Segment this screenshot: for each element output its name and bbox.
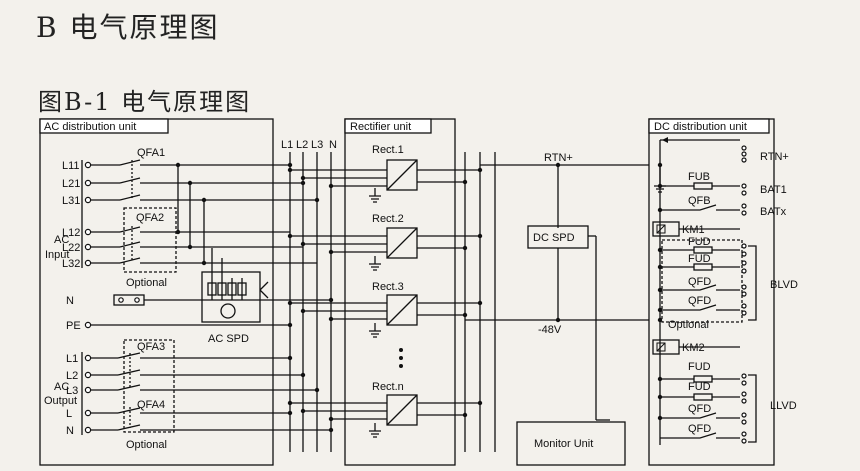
qfa3-qfa4-optional-box	[123, 339, 175, 433]
output-line-label: L2	[66, 370, 78, 382]
rectifier-2-label: Rect.2	[372, 213, 404, 225]
blvd-label: BLVD	[770, 279, 798, 291]
ac-input-label: Input	[45, 249, 69, 261]
dc-spd-box	[527, 225, 589, 249]
llvd-label: LLVD	[770, 400, 797, 412]
ac-distribution-title: AC distribution unit	[44, 121, 136, 133]
input-line-label: L12	[62, 227, 80, 239]
qfd-label: QFD	[688, 423, 711, 435]
ac-spd-label: AC SPD	[208, 333, 249, 345]
rtn-middle-label: RTN+	[544, 152, 573, 164]
rectifier-title-box	[344, 118, 432, 134]
arrow-icon	[662, 137, 668, 143]
rectifier-1-label: Rect.1	[372, 144, 404, 156]
bus-label-l2: L2	[296, 139, 308, 151]
optional-bottom-label: Optional	[126, 439, 167, 451]
monitor-unit-box	[516, 421, 626, 466]
input-line-label: L11	[62, 160, 80, 172]
ac-output-label: AC	[54, 381, 69, 393]
dc-distribution-title-box	[648, 118, 770, 134]
qfd-label: QFD	[688, 403, 711, 415]
dc-optional-label: Optional	[668, 319, 709, 331]
km2-label: KM2	[682, 342, 705, 354]
rectifier-n-label: Rect.n	[372, 381, 404, 393]
ac-distribution-title-box	[39, 118, 169, 134]
relay-coil-icon	[656, 224, 666, 234]
ac-input-label: AC	[54, 234, 69, 246]
input-line-label: L22	[62, 242, 80, 254]
output-line-label: L1	[66, 353, 78, 365]
fud-label: FUD	[688, 236, 711, 248]
rectifier-title: Rectifier unit	[350, 121, 411, 133]
rectifier-3-label: Rect.3	[372, 281, 404, 293]
pe-terminal-label: PE	[66, 320, 81, 332]
bus-label-l3: L3	[311, 139, 323, 151]
qfa4-label: QFA4	[137, 399, 165, 411]
qfa2-label: QFA2	[136, 212, 164, 224]
n-terminal-label: N	[66, 295, 74, 307]
dc-distribution-frame	[648, 118, 775, 466]
input-line-label: L31	[62, 195, 80, 207]
rectifier-2	[290, 227, 480, 259]
figure-caption: 图B-1 电气原理图	[38, 88, 252, 116]
output-line-label: N	[66, 425, 74, 437]
fud-label: FUD	[688, 361, 711, 373]
fud-label: FUD	[688, 381, 711, 393]
dc-spd-label: DC SPD	[533, 232, 575, 244]
minus48-label: -48V	[538, 324, 562, 336]
qfd-label: QFD	[688, 295, 711, 307]
rectifier-3	[290, 294, 480, 326]
km1-label: KM1	[682, 224, 705, 236]
relay-coil-icon	[656, 342, 666, 352]
rtn-dc-label: RTN+	[760, 151, 789, 163]
qfd-label: QFD	[688, 276, 711, 288]
output-line-label: L	[66, 408, 72, 420]
qfa3-label: QFA3	[137, 341, 165, 353]
rectifier-n	[290, 394, 480, 426]
input-line-label: L21	[62, 178, 80, 190]
ac-output-label: Output	[44, 395, 77, 407]
bus-label-n: N	[329, 139, 337, 151]
fud-label: FUD	[688, 253, 711, 265]
fub-label: FUB	[688, 171, 710, 183]
optional-top-label: Optional	[126, 277, 167, 289]
bat1-label: BAT1	[760, 184, 787, 196]
qfa1-label: QFA1	[137, 147, 165, 159]
qfb-label: QFB	[688, 195, 711, 207]
dc-distribution-title: DC distribution unit	[654, 121, 747, 133]
input-line-label: L32	[62, 258, 80, 270]
batx-label: BATx	[760, 206, 787, 218]
rectifier-1	[290, 159, 480, 191]
page-title: B 电气原理图	[36, 11, 220, 44]
output-line-label: L3	[66, 385, 78, 397]
monitor-unit-label: Monitor Unit	[534, 438, 593, 450]
bus-label-l1: L1	[281, 139, 293, 151]
